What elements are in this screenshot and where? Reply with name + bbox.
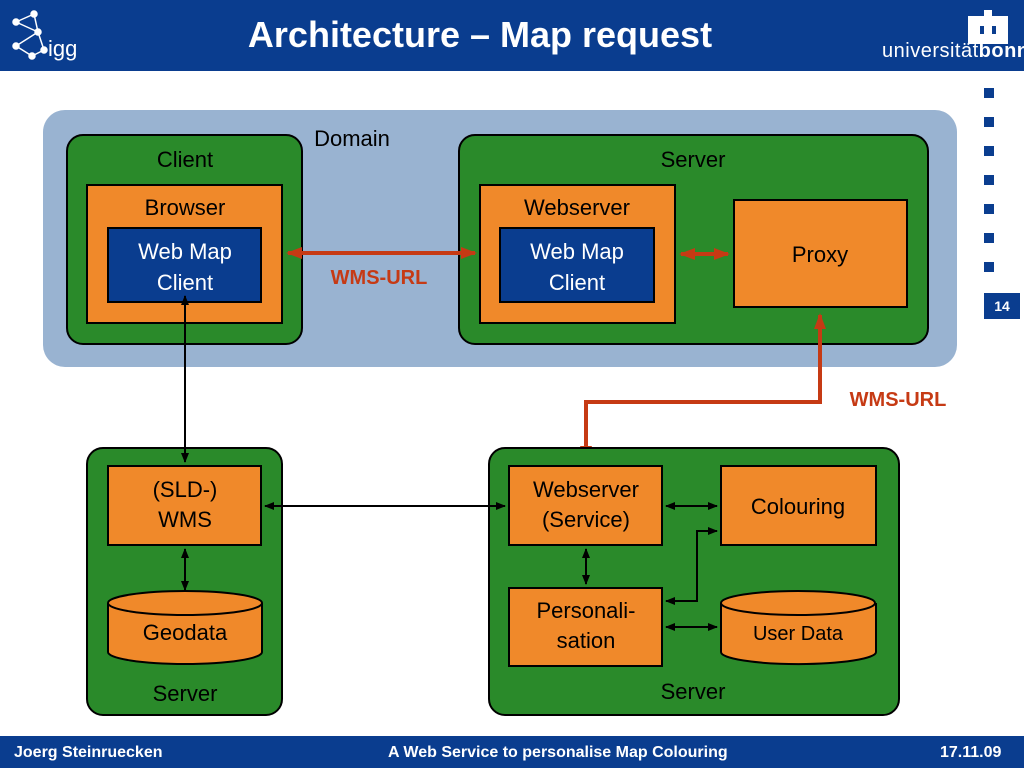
client-wmc-box (107, 227, 262, 303)
igg-logo-text: igg (48, 36, 78, 61)
wms-line1: (SLD-) (153, 477, 218, 502)
user-data-cylinder (720, 603, 877, 666)
colouring-label: Colouring (751, 494, 845, 519)
wms-line2: WMS (158, 507, 212, 532)
personalisation-line2: sation (557, 628, 616, 653)
proxy-box (733, 199, 908, 308)
university-logo-text: universitätbonn (882, 40, 1024, 63)
wms-box (107, 465, 262, 546)
footer-talk-title: A Web Service to personalise Map Colouri… (388, 744, 728, 761)
nav-bullet[interactable] (984, 175, 994, 185)
footer-bar: Joerg Steinruecken A Web Service to pers… (0, 736, 1024, 768)
proxy-to-service-arrow (580, 313, 826, 462)
user-data-cylinder-top (720, 590, 876, 616)
geodata-cylinder-top (107, 590, 263, 616)
nav-bullet[interactable] (984, 88, 994, 98)
igg-logo-icon (12, 10, 48, 60)
geodata-cylinder (107, 603, 263, 665)
personalisation-to-colouring-arrow (665, 527, 718, 605)
proxy-label: Proxy (792, 242, 848, 267)
client-wmc-line1: Web Map (138, 239, 232, 264)
server-wmc-line1: Web Map (530, 239, 624, 264)
nav-bullet[interactable] (984, 146, 994, 156)
webserver-label: Webserver (524, 195, 630, 220)
server-right-label: Server (661, 679, 726, 704)
webserver-service-line1: Webserver (533, 477, 639, 502)
server-left-label: Server (153, 681, 218, 706)
server-wmc-box (499, 227, 655, 303)
nav-bullet[interactable] (984, 262, 994, 272)
domain-label: Domain (314, 126, 390, 151)
user-data-label: User Data (753, 623, 844, 645)
browser-label: Browser (145, 195, 226, 220)
university-tower-icon (968, 10, 1008, 44)
webserver-service-box (508, 465, 663, 546)
university-bold: bonn (978, 40, 1024, 62)
colouring-box (720, 465, 877, 546)
footer-date: 17.11.09 (940, 744, 1002, 761)
wms-url-label-left: WMS-URL (331, 267, 428, 289)
page-title: Architecture – Map request (247, 14, 713, 55)
footer-author: Joerg Steinruecken (14, 744, 163, 761)
client-wmc-line2: Client (157, 270, 213, 295)
geodata-label: Geodata (143, 620, 228, 645)
nav-bullet[interactable] (984, 233, 994, 243)
server-wmc-line2: Client (549, 270, 605, 295)
nav-bullet[interactable] (984, 117, 994, 127)
university-plain: universität (882, 40, 979, 62)
header-bar: igg Architecture – Map request universit… (0, 0, 1024, 71)
client-label: Client (157, 147, 213, 172)
nav-bullet[interactable] (984, 204, 994, 214)
navigation-bullets (984, 88, 996, 291)
personalisation-line1: Personali- (536, 598, 635, 623)
server-top-label: Server (661, 147, 726, 172)
webserver-service-line2: (Service) (542, 507, 630, 532)
page-number: 14 (984, 293, 1020, 319)
wms-url-label-right: WMS-URL (850, 389, 947, 411)
personalisation-box (508, 587, 663, 667)
